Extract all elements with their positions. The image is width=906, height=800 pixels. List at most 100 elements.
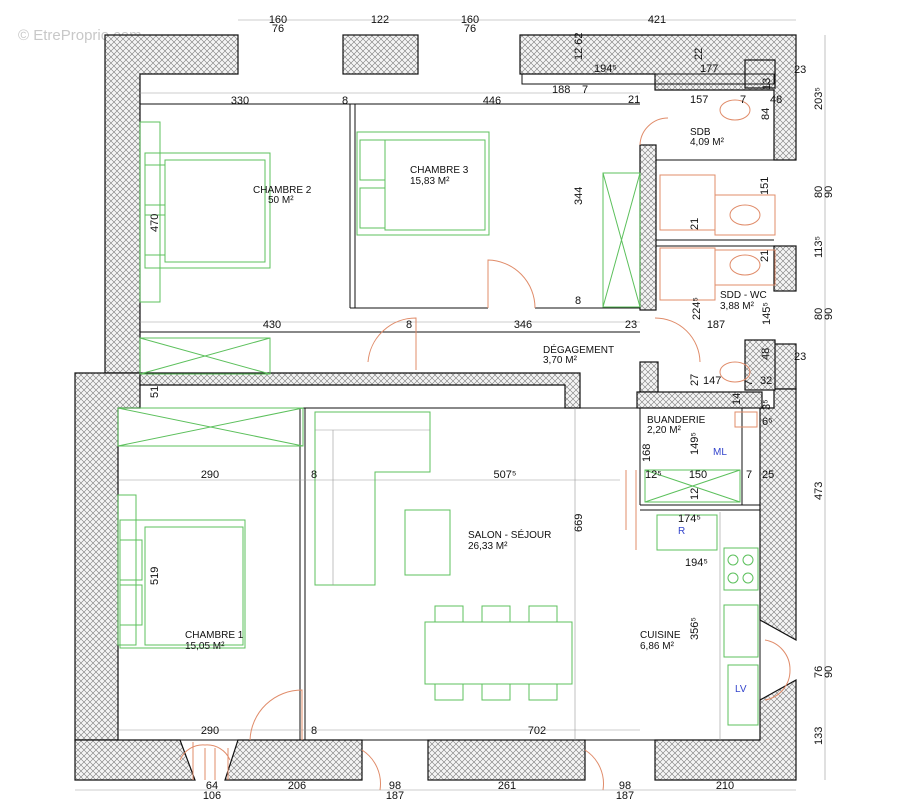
- dimension-label: 90: [823, 308, 835, 320]
- dimension-label: 6⁵: [762, 416, 773, 428]
- room-name-sdb: SDB: [690, 127, 711, 138]
- basin-sdb: [714, 194, 776, 236]
- dimension-label: 22: [693, 48, 705, 60]
- dimension-label: 150: [689, 469, 707, 481]
- dimension-label: 76: [272, 23, 284, 35]
- shower-sdb: [659, 174, 716, 231]
- room-name-chambre-3: CHAMBRE 3: [410, 165, 469, 176]
- furniture: [117, 121, 759, 740]
- dimension-lines: [75, 19, 826, 791]
- dimension-label: 25: [762, 469, 774, 481]
- dimension-label: 174⁵: [678, 513, 701, 525]
- dimension-label: 346: [514, 319, 532, 331]
- dimension-label: 470: [149, 214, 161, 232]
- dimension-label: 48: [760, 348, 772, 360]
- dimension-label: 160: [461, 14, 479, 26]
- room-area-chambre-2: 50 M²: [268, 195, 294, 206]
- dimension-label: 8: [575, 295, 581, 307]
- dimension-label: 290: [201, 725, 219, 737]
- dimension-label: 23: [625, 319, 637, 331]
- dimension-label: 12⁵: [645, 469, 662, 481]
- dimension-label: 14: [731, 393, 743, 405]
- room-name-chambre-1: CHAMBRE 1: [185, 630, 244, 641]
- dimension-label: 149⁵: [689, 432, 701, 455]
- dimension-label: 21: [628, 94, 640, 106]
- dimension-label: 147: [703, 375, 721, 387]
- dimension-label: 261: [498, 780, 516, 792]
- dimension-label: 8: [406, 319, 412, 331]
- room-area-sdd-wc: 3,88 M²: [720, 301, 755, 312]
- appliance-label-r: R: [678, 526, 685, 537]
- dimension-label: 206: [288, 780, 306, 792]
- wc-top: [719, 99, 751, 121]
- walls: [74, 34, 797, 781]
- dimension-label: 519: [149, 567, 161, 585]
- dimension-label: 76: [813, 666, 825, 678]
- dimension-label: 122: [371, 14, 389, 26]
- room-area-chambre-1: 15,05 M²: [185, 641, 225, 652]
- dimension-label: 421: [648, 14, 666, 26]
- room-area-degagement: 3,70 M²: [543, 355, 578, 366]
- dimension-label: 473: [813, 482, 825, 500]
- dimension-label: 23: [794, 351, 806, 363]
- room-name-degagement: DÉGAGEMENT: [543, 343, 614, 356]
- dimension-label: 90: [823, 186, 835, 198]
- room-area-cuisine: 6,86 M²: [640, 641, 675, 652]
- dimension-label: 21: [759, 250, 771, 262]
- dimension-label: 7: [582, 84, 588, 96]
- dimension-label: 151: [759, 177, 771, 195]
- dimension-label: 177: [700, 63, 718, 75]
- dimension-label: 106: [203, 790, 221, 800]
- dimension-label: 187: [386, 790, 404, 800]
- coffee-table: [404, 509, 451, 576]
- sink: [723, 604, 759, 658]
- door-sdb: [639, 117, 669, 146]
- dimension-label: 446: [483, 95, 501, 107]
- sofa: [314, 411, 431, 586]
- dimension-label: 51: [149, 386, 161, 398]
- dimension-label: 80: [813, 308, 825, 320]
- dimension-label: 290: [201, 469, 219, 481]
- room-name-cuisine: CUISINE: [640, 630, 681, 641]
- door-chambre-1: [249, 689, 303, 741]
- wc-bottom: [719, 361, 751, 383]
- dimension-label: 90: [823, 666, 835, 678]
- dimension-label: 27: [689, 374, 701, 386]
- dimension-label: 702: [528, 725, 546, 737]
- dimension-label: 194⁵: [594, 63, 617, 75]
- appliance-label-ml: ML: [713, 447, 727, 458]
- dimension-label: 187: [616, 790, 634, 800]
- room-area-sdb: 4,09 M²: [690, 137, 725, 148]
- room-name-buanderie: BUANDERIE: [647, 415, 706, 426]
- dimension-label: 210: [716, 780, 734, 792]
- dimension-label: 8: [311, 725, 317, 737]
- dimension-label: 8: [311, 469, 317, 481]
- dimension-label: 98: [389, 780, 401, 792]
- dimension-label: 344: [573, 187, 585, 205]
- room-name-sdd-wc: SDD - WC: [720, 290, 767, 301]
- dimension-label: 23: [794, 64, 806, 76]
- dimension-label: 76: [464, 23, 476, 35]
- room-area-buanderie: 2,20 M²: [647, 425, 682, 436]
- dishwasher: [727, 664, 759, 726]
- bed-chambre-2: [144, 152, 271, 269]
- dimension-label: 356⁵: [689, 617, 701, 640]
- bed-chambre-3: [356, 131, 490, 236]
- appliance-label-lv: LV: [735, 684, 747, 695]
- dimension-label: 160: [269, 14, 287, 26]
- dimension-label: 48: [770, 94, 782, 106]
- bed-chambre-1: [119, 519, 246, 649]
- dimension-label: 168: [641, 444, 653, 462]
- dimension-label: 12 62: [573, 32, 585, 60]
- dimension-text: 160 76 122 160 76 421 23 194⁵ 12 62 22 1…: [149, 14, 835, 800]
- door-chambre-2: [367, 317, 417, 370]
- dimension-label: 84: [760, 108, 772, 120]
- door-degagement: [654, 317, 701, 363]
- dimension-label: 7: [743, 380, 755, 386]
- dimension-label: 64: [206, 780, 218, 792]
- shower-sdd: [659, 247, 716, 301]
- dimension-label: 3⁵: [761, 399, 773, 410]
- fridge: [656, 514, 718, 551]
- dimension-label: 113⁵: [813, 236, 825, 258]
